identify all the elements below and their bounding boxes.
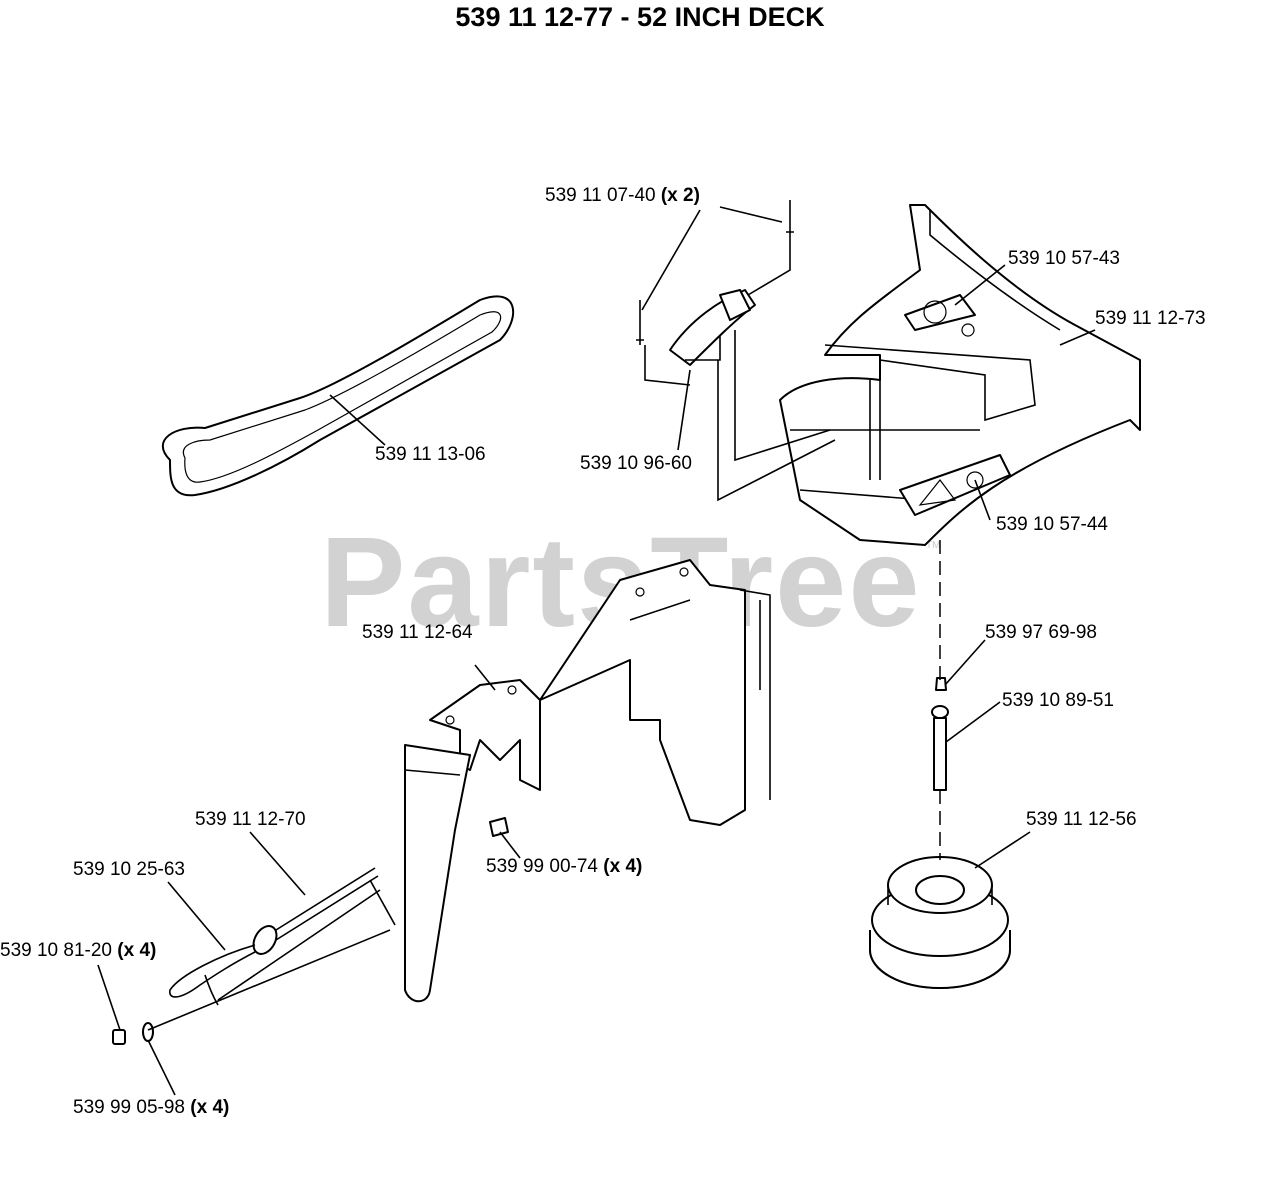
bolt xyxy=(489,817,509,837)
part-number: 539 10 89-51 xyxy=(1002,690,1114,711)
part-number: 539 11 12-56 xyxy=(1026,809,1137,830)
callout-539-97-69-98: 539 97 69-98 xyxy=(985,622,1097,644)
callout-539-11-12-73: 539 11 12-73 xyxy=(1095,308,1206,330)
diagram-title: 539 11 12-77 - 52 INCH DECK xyxy=(455,2,825,32)
rod xyxy=(252,867,379,955)
grease-fitting xyxy=(935,677,947,691)
part-qty: (x 4) xyxy=(117,940,157,961)
callout-539-11-12-64: 539 11 12-64 xyxy=(362,622,473,644)
callout-539-10-89-51: 539 10 89-51 xyxy=(1002,690,1114,712)
callout-539-11-12-56: 539 11 12-56 xyxy=(1026,809,1137,831)
decal-539-10-57-44 xyxy=(899,454,1011,516)
callout-539-10-57-44: 539 10 57-44 xyxy=(996,514,1108,536)
part-number: 539 11 07-40 xyxy=(545,185,656,206)
part-number: 539 10 96-60 xyxy=(580,453,692,474)
belt-guard xyxy=(779,204,1141,546)
lift-arm xyxy=(404,744,471,1003)
part-number: 539 10 81-20 xyxy=(0,940,112,961)
callout-539-11-13-06: 539 11 13-06 xyxy=(375,444,486,466)
callout-539-10-96-60: 539 10 96-60 xyxy=(580,453,692,475)
callout-539-10-81-20: 539 10 81-20 (x 4) xyxy=(0,940,156,962)
callout-539-99-00-74: 539 99 00-74 (x 4) xyxy=(486,856,642,878)
part-qty: (x 2) xyxy=(660,185,700,206)
part-number: 539 99 05-98 xyxy=(73,1097,185,1118)
nut-and-washer xyxy=(112,1022,154,1045)
part-number: 539 11 13-06 xyxy=(375,444,486,465)
part-number: 539 10 57-44 xyxy=(996,514,1108,535)
part-number: 539 10 57-43 xyxy=(1008,248,1120,269)
callout-539-10-57-43: 539 10 57-43 xyxy=(1008,248,1120,270)
part-qty: (x 4) xyxy=(190,1097,230,1118)
drive-belt xyxy=(162,295,514,497)
mount-bracket xyxy=(429,559,771,826)
callout-539-11-12-70: 539 11 12-70 xyxy=(195,809,306,831)
watermark-trademark: TM xyxy=(926,540,941,551)
spindle-shaft xyxy=(931,705,949,791)
part-qty: (x 4) xyxy=(603,856,643,877)
lever xyxy=(669,289,756,366)
pulley xyxy=(869,856,1011,989)
part-number: 539 97 69-98 xyxy=(985,622,1097,643)
clevis-pins xyxy=(636,200,794,386)
part-number: 539 99 00-74 xyxy=(486,856,598,877)
callout-539-11-07-40: 539 11 07-40 (x 2) xyxy=(545,185,700,207)
part-number: 539 11 12-64 xyxy=(362,622,473,643)
part-number: 539 10 25-63 xyxy=(73,859,185,880)
hairpin xyxy=(169,944,256,1006)
part-number: 539 11 12-70 xyxy=(195,809,306,830)
part-number: 539 11 12-73 xyxy=(1095,308,1206,329)
callout-539-99-05-98: 539 99 05-98 (x 4) xyxy=(73,1097,229,1119)
callout-539-10-25-63: 539 10 25-63 xyxy=(73,859,185,881)
